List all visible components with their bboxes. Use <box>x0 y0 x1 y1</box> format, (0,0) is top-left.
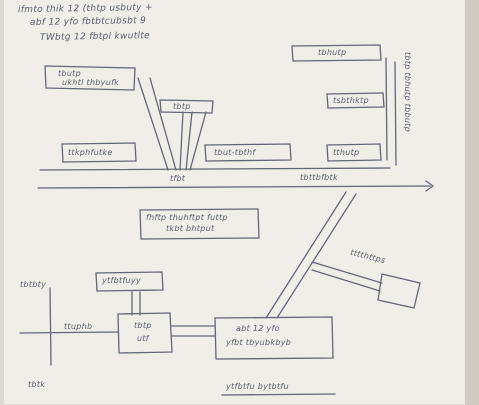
diagonal-connector <box>265 191 357 319</box>
bottom-caption: ytfbtfu bytbtfu <box>226 382 289 391</box>
connector-bottom-boxes <box>171 325 216 337</box>
box-right-upper-label: tbhutp <box>318 48 347 57</box>
axis-arrow <box>425 180 435 192</box>
box-left-row-label: ttkphfutke <box>68 148 113 157</box>
box-bottom-left <box>117 312 173 354</box>
branch-right <box>311 261 383 292</box>
bottom-underline <box>221 393 336 396</box>
box-center-row-label: tbut-tbthf <box>214 148 256 157</box>
axis-right-label: tbttbfbtk <box>300 173 338 182</box>
box-right-middle <box>326 92 385 109</box>
connector-left-box <box>137 77 177 171</box>
box-bottom-left-top <box>95 271 164 292</box>
box-right-row <box>326 143 382 162</box>
main-axis <box>37 167 431 189</box>
box-right-row-label: tthutp <box>333 148 360 157</box>
left-bottom-label: tbtk <box>28 380 46 389</box>
box-top-left-label-1: tbutp <box>58 69 81 78</box>
box-central-label-2: tkbt bhtput <box>166 224 215 233</box>
box-bottom-center-label-1: abt 12 yfo <box>236 324 280 333</box>
box-top-left-label-2: ukhtl thbyufk <box>62 78 120 87</box>
left-mid-label: ttuphb <box>64 322 93 331</box>
box-left-row <box>61 142 137 163</box>
note-line-3: TWbtg 12 fbtpl kwutlte <box>39 31 151 43</box>
box-bottom-center <box>214 316 334 360</box>
box-bottom-left-label-1: tbtp <box>134 321 152 330</box>
connector-right-box <box>189 111 207 171</box>
left-horizontal <box>19 331 119 334</box>
box-central <box>139 208 260 240</box>
box-top-left <box>44 65 136 91</box>
right-rail <box>385 57 397 166</box>
box-bottom-center-label-2: yfbt tbyubkbyb <box>226 338 292 347</box>
box-right-upper <box>291 44 382 62</box>
right-vertical-label: tbtp tbhutp tbbutp <box>403 52 412 133</box>
box-bottom-left-label-2: utf <box>137 334 149 343</box>
box-mid-small-label: tbtp <box>173 102 191 111</box>
box-right-square <box>377 273 421 309</box>
box-center-row <box>204 143 292 162</box>
connector-bottom-left <box>131 291 141 316</box>
box-bottom-left-top-label: ytfbtfuyy <box>102 276 141 285</box>
axis-center-label: tfbt <box>170 174 186 183</box>
box-mid-small <box>159 99 214 114</box>
left-vertical <box>49 287 52 366</box>
left-top-label: tbtbty <box>20 280 47 289</box>
box-central-label-1: fhftp thuhftpt futtp <box>146 213 228 222</box>
connector-mid-box <box>179 111 193 171</box>
box-right-middle-label: tsbthktp <box>333 96 369 105</box>
paper-edge <box>465 0 479 405</box>
